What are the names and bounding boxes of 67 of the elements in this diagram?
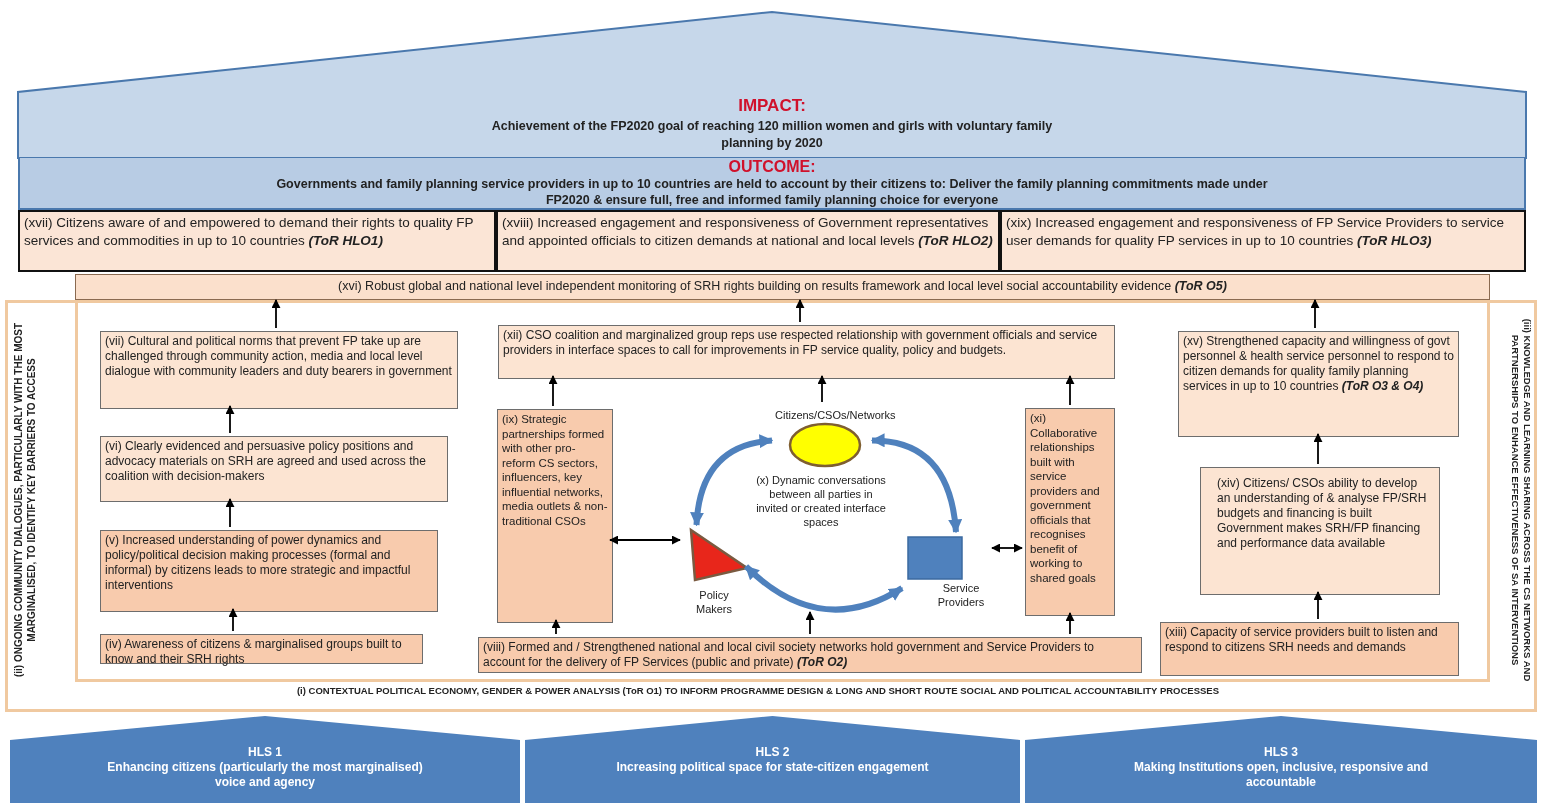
bottom-label: (i) CONTEXTUAL POLITICAL ECONOMY, GENDER & POWER ANALYSIS (ToR O1) TO INFORM PROGRAMME DESIGN & LONG AND SHORT ROUTE SOCIAL AND POLITICAL ACCOUNTABILITY PROCESSES [295,685,1221,697]
arrow [609,535,681,545]
pillar-text: Making Institutions open, inclusive, responsive and accountable [1132,760,1430,790]
arrow [1065,612,1075,635]
arrow [225,498,235,528]
arrow [1313,591,1323,620]
box-text: (xvi) Robust global and national level independent monitoring of SRH rights building on results framework and local level social accountability evidence (ToR O5) [337,278,1228,295]
arrow [805,611,815,635]
box-text: (xvii) Citizens aware of and empowered to demand their rights to quality FP services and commodities in up to 10 countries (ToR HLO1) [23,214,475,250]
arrow [817,375,827,403]
result-box [498,325,1115,379]
pillar-text: Enhancing citizens (particularly the most marginalised) voice and agency [106,760,424,790]
actor-label: Policy Makers [694,588,734,616]
box-text: (xix) Increased engagement and responsiveness of FP Service Providers to service user demands for quality FP services in up to 10 countries (ToR HLO3) [1005,214,1505,250]
arrow [1310,299,1320,329]
heading: HLS 1 [248,745,282,760]
arrow [228,608,238,632]
box-text: (xi) Collaborative relationships built with service providers and government officials that recognises benefit of working to shared goals [1029,411,1101,586]
result-box [478,637,1142,673]
outcome-box [18,210,496,272]
box-text: (ix) Strategic partnerships formed with other pro-reform CS sectors, influencers, key influential networks, media outlets & non-traditional CSOs [501,412,609,529]
heading: HLS 3 [1264,745,1298,760]
heading: OUTCOME: [728,158,816,175]
side-label: (ii) ONGOING COMMUNITY DIALOGUES, PARTICULARLY WITH THE MOST MARGINALISED, TO IDENTIFY KEY BARRIERS TO ACCESS [12,321,38,680]
outcome-band [18,158,1526,210]
box-text: (xii) CSO coalition and marginalized group reps use respected relationship with government officials and service providers in interface spaces to call for improvements in FP service quality, policy and budgets. [502,327,1099,359]
outcome-text: Governments and family planning service providers in up to 10 countries are held to account by their citizens to: Deliver the family planning commitments made under FP2020 & ensure full, free and informed family planning choice for everyone [275,176,1269,208]
box-text: (xiii) Capacity of service providers built to listen and respond to citizens SRH needs and demands [1164,624,1439,656]
result-box [100,634,423,664]
box-text: (vii) Cultural and political norms that prevent FP take up are challenged through community action, media and local level dialogue with community leaders and duty bearers in government [104,333,453,380]
curved-arrow [870,434,962,534]
output-bar [75,274,1490,300]
arrow [795,299,805,323]
arrow [1065,375,1075,406]
arrow [271,299,281,329]
result-box [497,409,613,623]
impact-text: Achievement of the FP2020 goal of reaching 120 million women and girls with voluntary family planning by 2020 [490,118,1054,152]
result-box [100,530,438,612]
box-text: (xiv) Citizens/ CSOs ability to develop an understanding of & analyse FP/SRH budgets and financing is built Government makes SRH/FP financing and performance data available [1216,475,1428,552]
arrow [551,619,561,635]
box-text: (v) Increased understanding of power dynamics and policy/political decision making processes (formal and informal) by citizens leads to more strategic and impactful interventions [104,532,412,594]
side-label: (iii) KNOWLEDGE AND LEARNING SHARING ACROSS THE CS NETWORKS AND PARTNERSHIPS TO ENHANCE EFFECTIVENESS OF SA INTERVENTIONS [1509,317,1533,684]
heading: IMPACT: [738,96,806,116]
actor-label: Service Providers [936,581,986,609]
result-box [100,331,458,409]
box-text: (vi) Clearly evidenced and persuasive policy positions and advocacy materials on SRH are agreed and used across the coalition with decision-makers [104,438,427,485]
arrow [991,543,1023,553]
curved-arrow [690,434,774,527]
box-text: (iv) Awareness of citizens & marginalised groups built to know and their SRH rights [104,636,403,668]
result-box [1025,408,1115,616]
result-box [1160,622,1459,676]
box-text: (xv) Strengthened capacity and willingness of govt personnel & health service personnel to respond to citizen demands for quality family planning services in up to 10 countries (ToR O3 & O4) [1182,333,1455,395]
arrow [1313,433,1323,465]
heading: HLS 2 [755,745,790,760]
arrow [548,375,558,407]
curved-arrow [743,564,904,613]
result-box [100,436,448,502]
outcome-box [1000,210,1526,272]
result-box [1178,331,1459,437]
box-text: (viii) Formed and / Strengthened national and local civil society networks hold government and Service Providers to account for the delivery of FP Services (public and private) (ToR O2) [482,639,1095,671]
box-text: (xviii) Increased engagement and responsiveness of Government representatives and appointed officials to citizen demands at national and local levels (ToR HLO2) [501,214,994,250]
outcome-box [496,210,1000,272]
pillar-text: Increasing political space for state-citizen engagement [615,760,930,775]
result-box [1200,467,1440,595]
arrow [225,405,235,434]
actor-label: Citizens/CSOs/Networks [775,409,896,422]
center-text: (x) Dynamic conversations between all parties in invited or created interface spaces [755,473,887,529]
